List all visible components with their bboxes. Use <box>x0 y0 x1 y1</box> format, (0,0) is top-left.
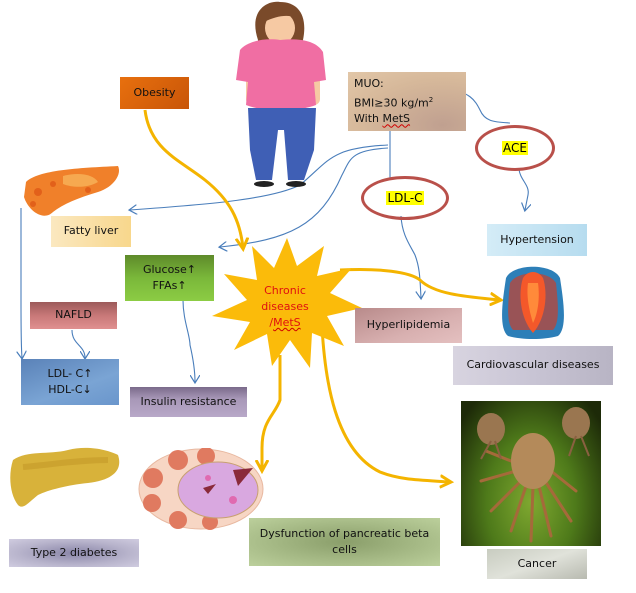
pancreas-illustration <box>10 447 120 507</box>
ldlc-label: LDL-C <box>386 191 424 205</box>
ace-label: ACE <box>502 141 528 155</box>
obesity-label: Obesity <box>133 85 176 99</box>
center-line2: diseases <box>261 300 309 313</box>
cardiovascular-box[interactable]: Cardiovascular diseases <box>453 346 613 385</box>
beta-cells-box[interactable]: Dysfunction of pancreatic beta cells <box>249 518 440 566</box>
arrow-center-to-cancer <box>320 326 450 482</box>
cancer-box[interactable]: Cancer <box>487 549 587 579</box>
star-shape <box>212 238 362 368</box>
pancreatic-islet-illustration <box>138 448 264 530</box>
type2-diabetes-label: Type 2 diabetes <box>30 545 118 559</box>
nafld-box[interactable]: NAFLD <box>30 302 117 329</box>
nafld-label: NAFLD <box>55 308 92 322</box>
arrow-nafld-to-ldl <box>71 329 85 358</box>
muo-line3: With MetS <box>354 112 411 126</box>
ldlc-node[interactable]: LDL-C <box>361 176 449 220</box>
obesity-box[interactable]: Obesity <box>120 77 189 109</box>
muo-box[interactable]: MUO: BMI≥30 kg/m2 With MetS <box>348 72 466 131</box>
muo-line2: BMI≥30 kg/m2 <box>354 95 434 110</box>
type2-diabetes-box[interactable]: Type 2 diabetes <box>9 539 139 567</box>
obese-woman-illustration <box>236 1 326 187</box>
muo-line1: MUO: <box>354 76 384 90</box>
center-line3: /MetS <box>269 316 301 329</box>
arrow-ldlc-to-hyperlipidemia <box>400 215 421 298</box>
cancer-cells-illustration <box>461 401 601 546</box>
arrow-fatty-liver-to-ldl <box>21 208 22 358</box>
arrow-obesity-to-center <box>143 109 243 248</box>
arrow-center-to-cardio <box>339 268 500 300</box>
cancer-label: Cancer <box>517 556 557 570</box>
lipid-levels-box[interactable]: LDL- C↑ HDL-C↓ <box>21 359 119 405</box>
hdl-down-label: HDL-C↓ <box>48 383 92 396</box>
hypertension-label: Hypertension <box>500 232 574 246</box>
fatty-liver-label: Fatty liver <box>63 224 119 238</box>
beta-cells-line1: Dysfunction of pancreatic beta <box>259 527 430 540</box>
arrow-muo-to-glucose <box>220 147 389 247</box>
hyperlipidemia-box[interactable]: Hyperlipidemia <box>355 308 462 343</box>
arrow-center-to-beta <box>262 355 282 470</box>
hyperlipidemia-label: Hyperlipidemia <box>366 318 451 332</box>
hypertension-box[interactable]: Hypertension <box>487 224 587 256</box>
chronic-diseases-label[interactable]: Chronic diseases /MetS <box>245 283 325 331</box>
fatty-liver-box[interactable]: Fatty liver <box>51 216 131 247</box>
fatty-liver-illustration <box>24 166 120 216</box>
ldl-up-label: LDL- C↑ <box>47 367 93 380</box>
ffas-label: FFAs↑ <box>152 279 187 292</box>
beta-cells-line2: cells <box>332 543 357 556</box>
chronic-diseases-star <box>212 238 362 368</box>
glucose-ffas-box[interactable]: Glucose↑ FFAs↑ <box>125 255 214 301</box>
heart-lungs-illustration <box>502 266 564 339</box>
insulin-resistance-label: Insulin resistance <box>140 394 237 408</box>
ace-node[interactable]: ACE <box>475 125 555 171</box>
glucose-label: Glucose↑ <box>142 263 197 276</box>
center-line1: Chronic <box>264 284 306 297</box>
insulin-resistance-box[interactable]: Insulin resistance <box>130 387 247 417</box>
arrow-ace-to-hypertension <box>518 168 528 210</box>
cardiovascular-label: Cardiovascular diseases <box>466 358 600 372</box>
arrow-glucose-to-insulin <box>182 299 195 382</box>
